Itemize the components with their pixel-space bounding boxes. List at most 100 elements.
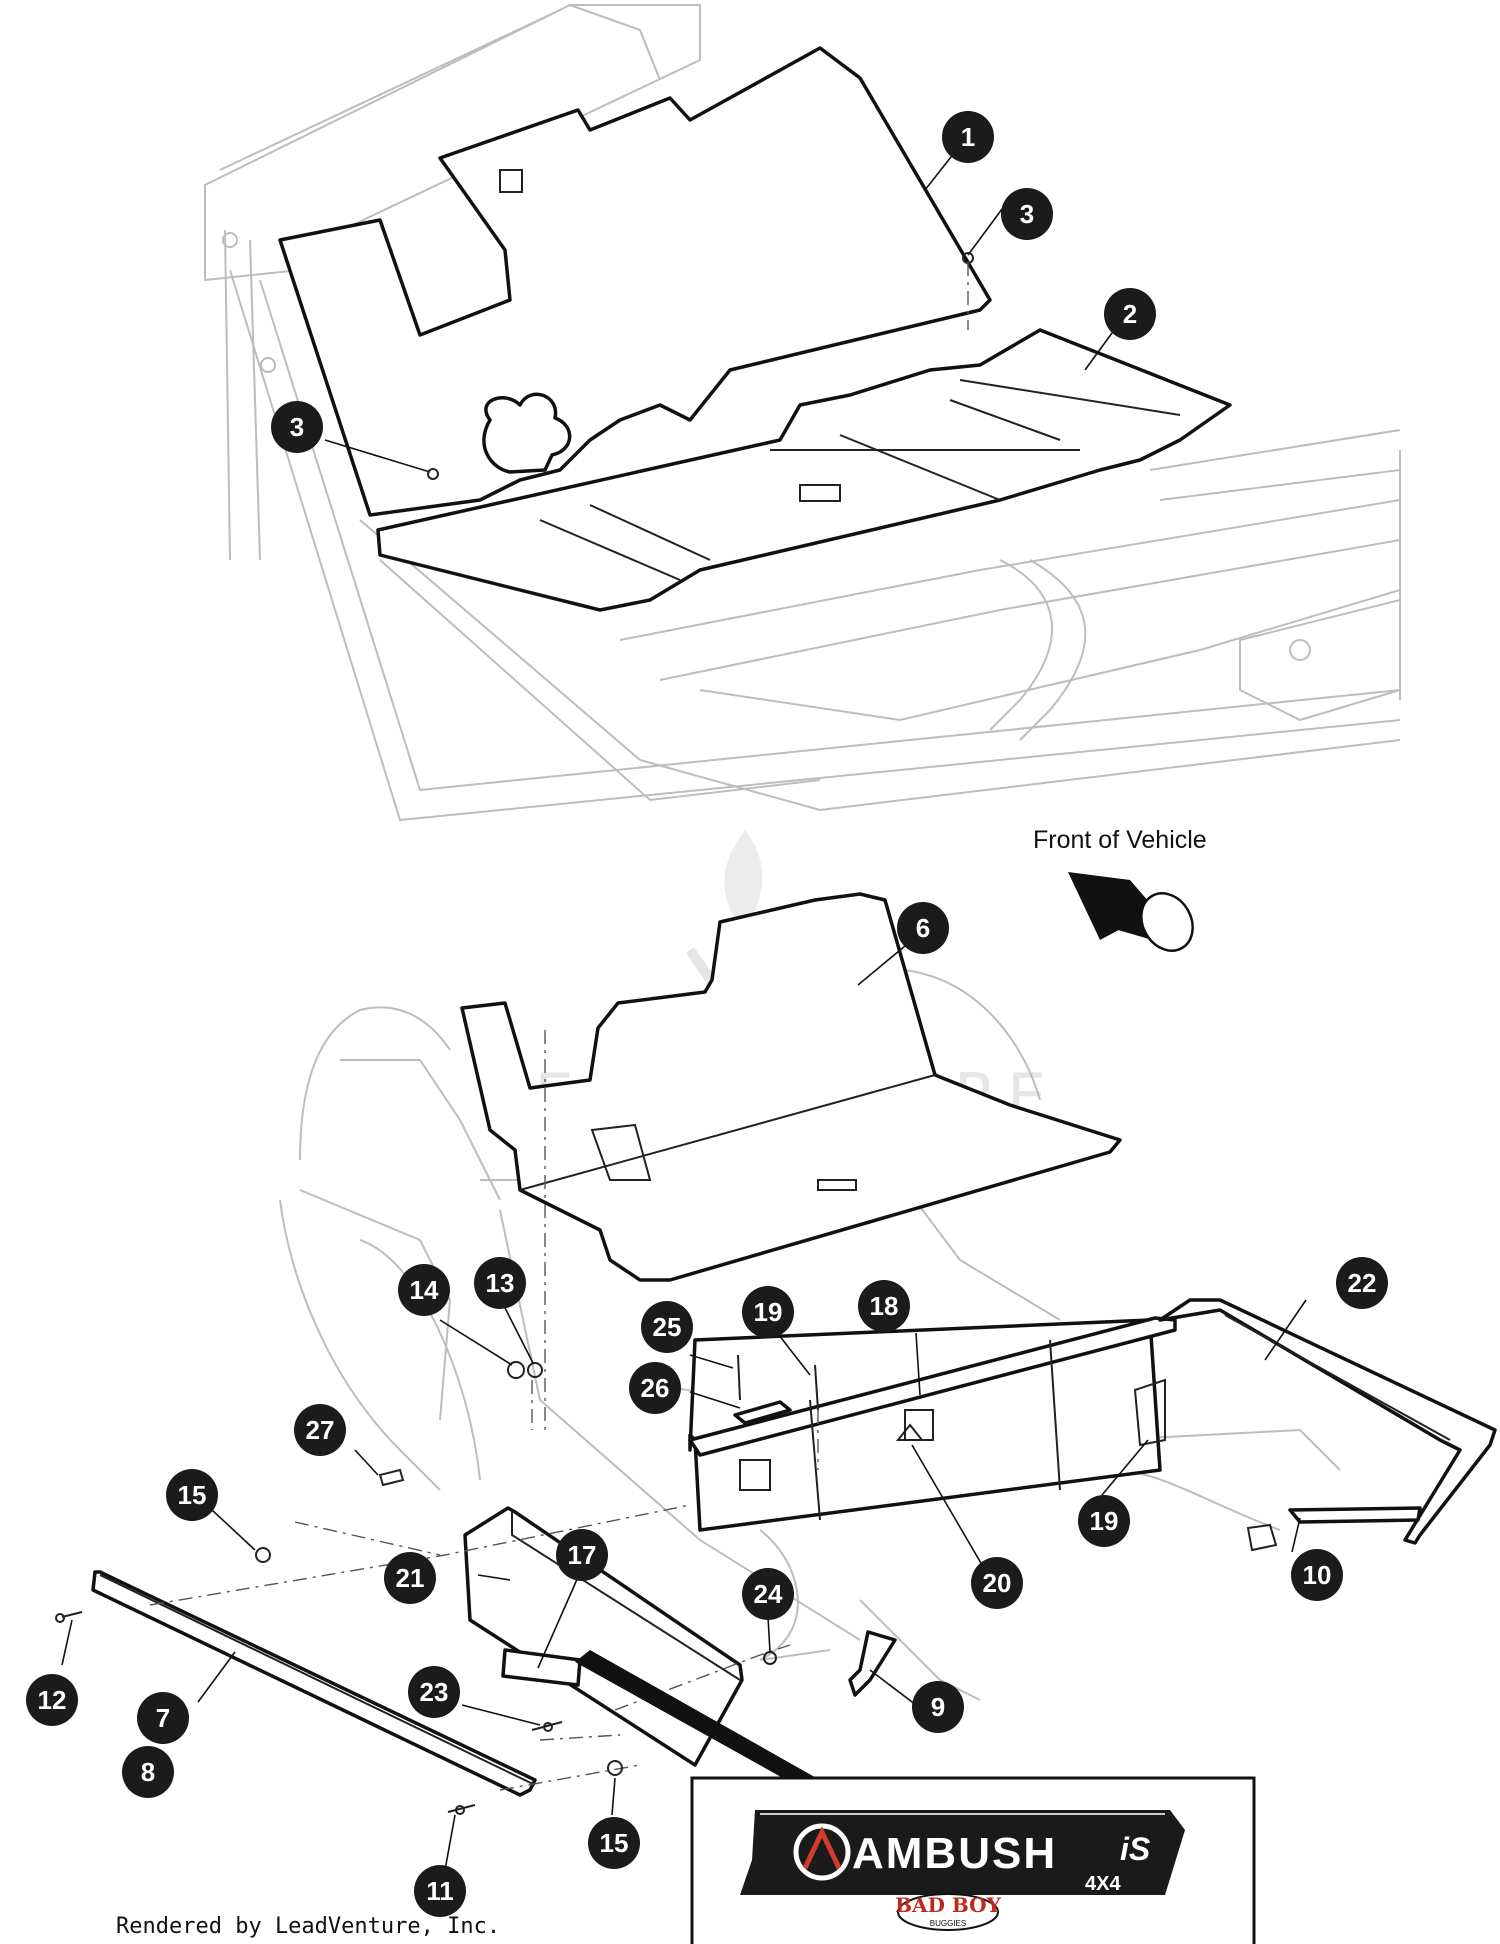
leader-12 bbox=[61, 1619, 73, 1666]
callout-3-left: 3 bbox=[271, 401, 323, 453]
svg-text:1: 1 bbox=[961, 122, 975, 152]
logo-sub: iS bbox=[1120, 1831, 1151, 1867]
callout-9: 9 bbox=[912, 1681, 964, 1733]
part-2-stiffeners bbox=[539, 379, 1181, 581]
leader-15-lower bbox=[611, 1777, 616, 1816]
callout-18: 18 bbox=[858, 1280, 910, 1332]
callout-20: 20 bbox=[971, 1557, 1023, 1609]
leader-23 bbox=[461, 1704, 541, 1726]
part-6-slot bbox=[817, 1179, 857, 1191]
leader-18 bbox=[915, 1332, 921, 1396]
leader-14 bbox=[439, 1319, 513, 1366]
svg-text:11: 11 bbox=[426, 1876, 454, 1906]
callout-22: 22 bbox=[1336, 1257, 1388, 1309]
part-18-cut-1 bbox=[739, 1459, 771, 1491]
part-26-latch-plate bbox=[733, 1400, 792, 1425]
callout-12: 12 bbox=[26, 1674, 78, 1726]
svg-text:27: 27 bbox=[306, 1415, 335, 1445]
leader-11 bbox=[444, 1814, 456, 1871]
leader-21 bbox=[477, 1574, 511, 1581]
svg-text:15: 15 bbox=[600, 1828, 629, 1858]
part-25-bolt bbox=[737, 1354, 741, 1401]
part-9-bracket bbox=[848, 1630, 897, 1697]
part-12-screw bbox=[61, 1611, 83, 1618]
credit-text: Rendered by LeadVenture, Inc. bbox=[116, 1914, 500, 1939]
part-13-nut bbox=[527, 1362, 543, 1378]
svg-text:14: 14 bbox=[410, 1275, 439, 1305]
part-6-tab bbox=[590, 1123, 652, 1181]
callout-13: 13 bbox=[474, 1257, 526, 1309]
leader-20 bbox=[911, 1444, 986, 1571]
leader-19-top bbox=[774, 1329, 811, 1376]
leader-3-left bbox=[324, 439, 431, 473]
leader-7 bbox=[197, 1651, 236, 1703]
svg-text:19: 19 bbox=[1090, 1506, 1119, 1536]
front-of-vehicle-label: Front of Vehicle bbox=[1033, 826, 1207, 854]
callout-26: 26 bbox=[629, 1362, 681, 1414]
part-6-cover bbox=[460, 892, 1122, 1282]
part-11-screw bbox=[447, 1804, 476, 1813]
callout-11: 11 bbox=[414, 1865, 466, 1917]
logo-brand-sub: BUGGIES bbox=[930, 1919, 966, 1928]
leader-3-top bbox=[967, 204, 1006, 256]
logo-pointer bbox=[575, 1650, 820, 1782]
svg-text:9: 9 bbox=[931, 1692, 945, 1722]
svg-text:22: 22 bbox=[1348, 1268, 1377, 1298]
part-21-flange bbox=[511, 1512, 741, 1681]
svg-text:25: 25 bbox=[653, 1312, 682, 1342]
leader-19-right bbox=[1101, 1439, 1149, 1496]
svg-text:18: 18 bbox=[870, 1291, 899, 1321]
part-18-rib-2 bbox=[1049, 1339, 1061, 1491]
part-22-edge bbox=[1224, 1314, 1451, 1441]
svg-text:10: 10 bbox=[1303, 1560, 1332, 1590]
logo-name: AMBUSH bbox=[852, 1829, 1057, 1878]
svg-text:21: 21 bbox=[396, 1563, 425, 1593]
svg-text:15: 15 bbox=[178, 1480, 207, 1510]
svg-text:2: 2 bbox=[1123, 299, 1137, 329]
part-2-floor-panel bbox=[376, 328, 1232, 612]
part-14-nut bbox=[507, 1361, 525, 1379]
callout-19-right: 19 bbox=[1078, 1495, 1130, 1547]
svg-text:24: 24 bbox=[754, 1579, 783, 1609]
part-20-warning-label bbox=[895, 1423, 925, 1441]
logo-brand: BAD BOY bbox=[895, 1893, 1001, 1917]
fastener-3-left bbox=[427, 468, 439, 480]
logo-drive: 4X4 bbox=[1085, 1873, 1121, 1895]
part-11-head bbox=[455, 1805, 465, 1815]
part-7-kick-plate bbox=[91, 1570, 537, 1797]
svg-text:13: 13 bbox=[486, 1268, 515, 1298]
leader-27 bbox=[354, 1449, 379, 1476]
callout-19-top: 19 bbox=[742, 1286, 794, 1338]
front-arrow-icon bbox=[1068, 872, 1194, 952]
callout-2: 2 bbox=[1104, 288, 1156, 340]
logo-inset: AMBUSH iS 4X4 BAD BOY BUGGIES bbox=[690, 1776, 1256, 1944]
svg-text:19: 19 bbox=[754, 1297, 783, 1327]
leader-9 bbox=[869, 1669, 921, 1709]
callout-21: 21 bbox=[384, 1552, 436, 1604]
callout-15-upper: 15 bbox=[166, 1469, 218, 1521]
part-15-nut-lower bbox=[607, 1760, 623, 1776]
leader-6 bbox=[857, 945, 906, 986]
svg-text:26: 26 bbox=[641, 1373, 670, 1403]
callout-14: 14 bbox=[398, 1264, 450, 1316]
part-1-slot bbox=[499, 169, 523, 193]
svg-text:3: 3 bbox=[290, 412, 304, 442]
part-1-cutout bbox=[482, 392, 572, 474]
leader-24 bbox=[767, 1616, 771, 1653]
part-23-pin bbox=[531, 1721, 563, 1731]
svg-text:7: 7 bbox=[156, 1703, 170, 1733]
callout-1: 1 bbox=[942, 111, 994, 163]
part-7-edge bbox=[99, 1574, 536, 1786]
callout-15-lower: 15 bbox=[588, 1817, 640, 1869]
part-15-nut-upper bbox=[255, 1547, 271, 1563]
callout-3-top: 3 bbox=[1001, 188, 1053, 240]
leader-25 bbox=[689, 1354, 734, 1369]
part-19-right-latch bbox=[1133, 1378, 1166, 1447]
leader-10 bbox=[1291, 1517, 1301, 1553]
leader-15-upper bbox=[211, 1509, 256, 1551]
svg-text:17: 17 bbox=[568, 1540, 597, 1570]
part-22-side-tray bbox=[1158, 1298, 1497, 1545]
svg-text:3: 3 bbox=[1020, 199, 1034, 229]
callout-8: 8 bbox=[122, 1746, 174, 1798]
